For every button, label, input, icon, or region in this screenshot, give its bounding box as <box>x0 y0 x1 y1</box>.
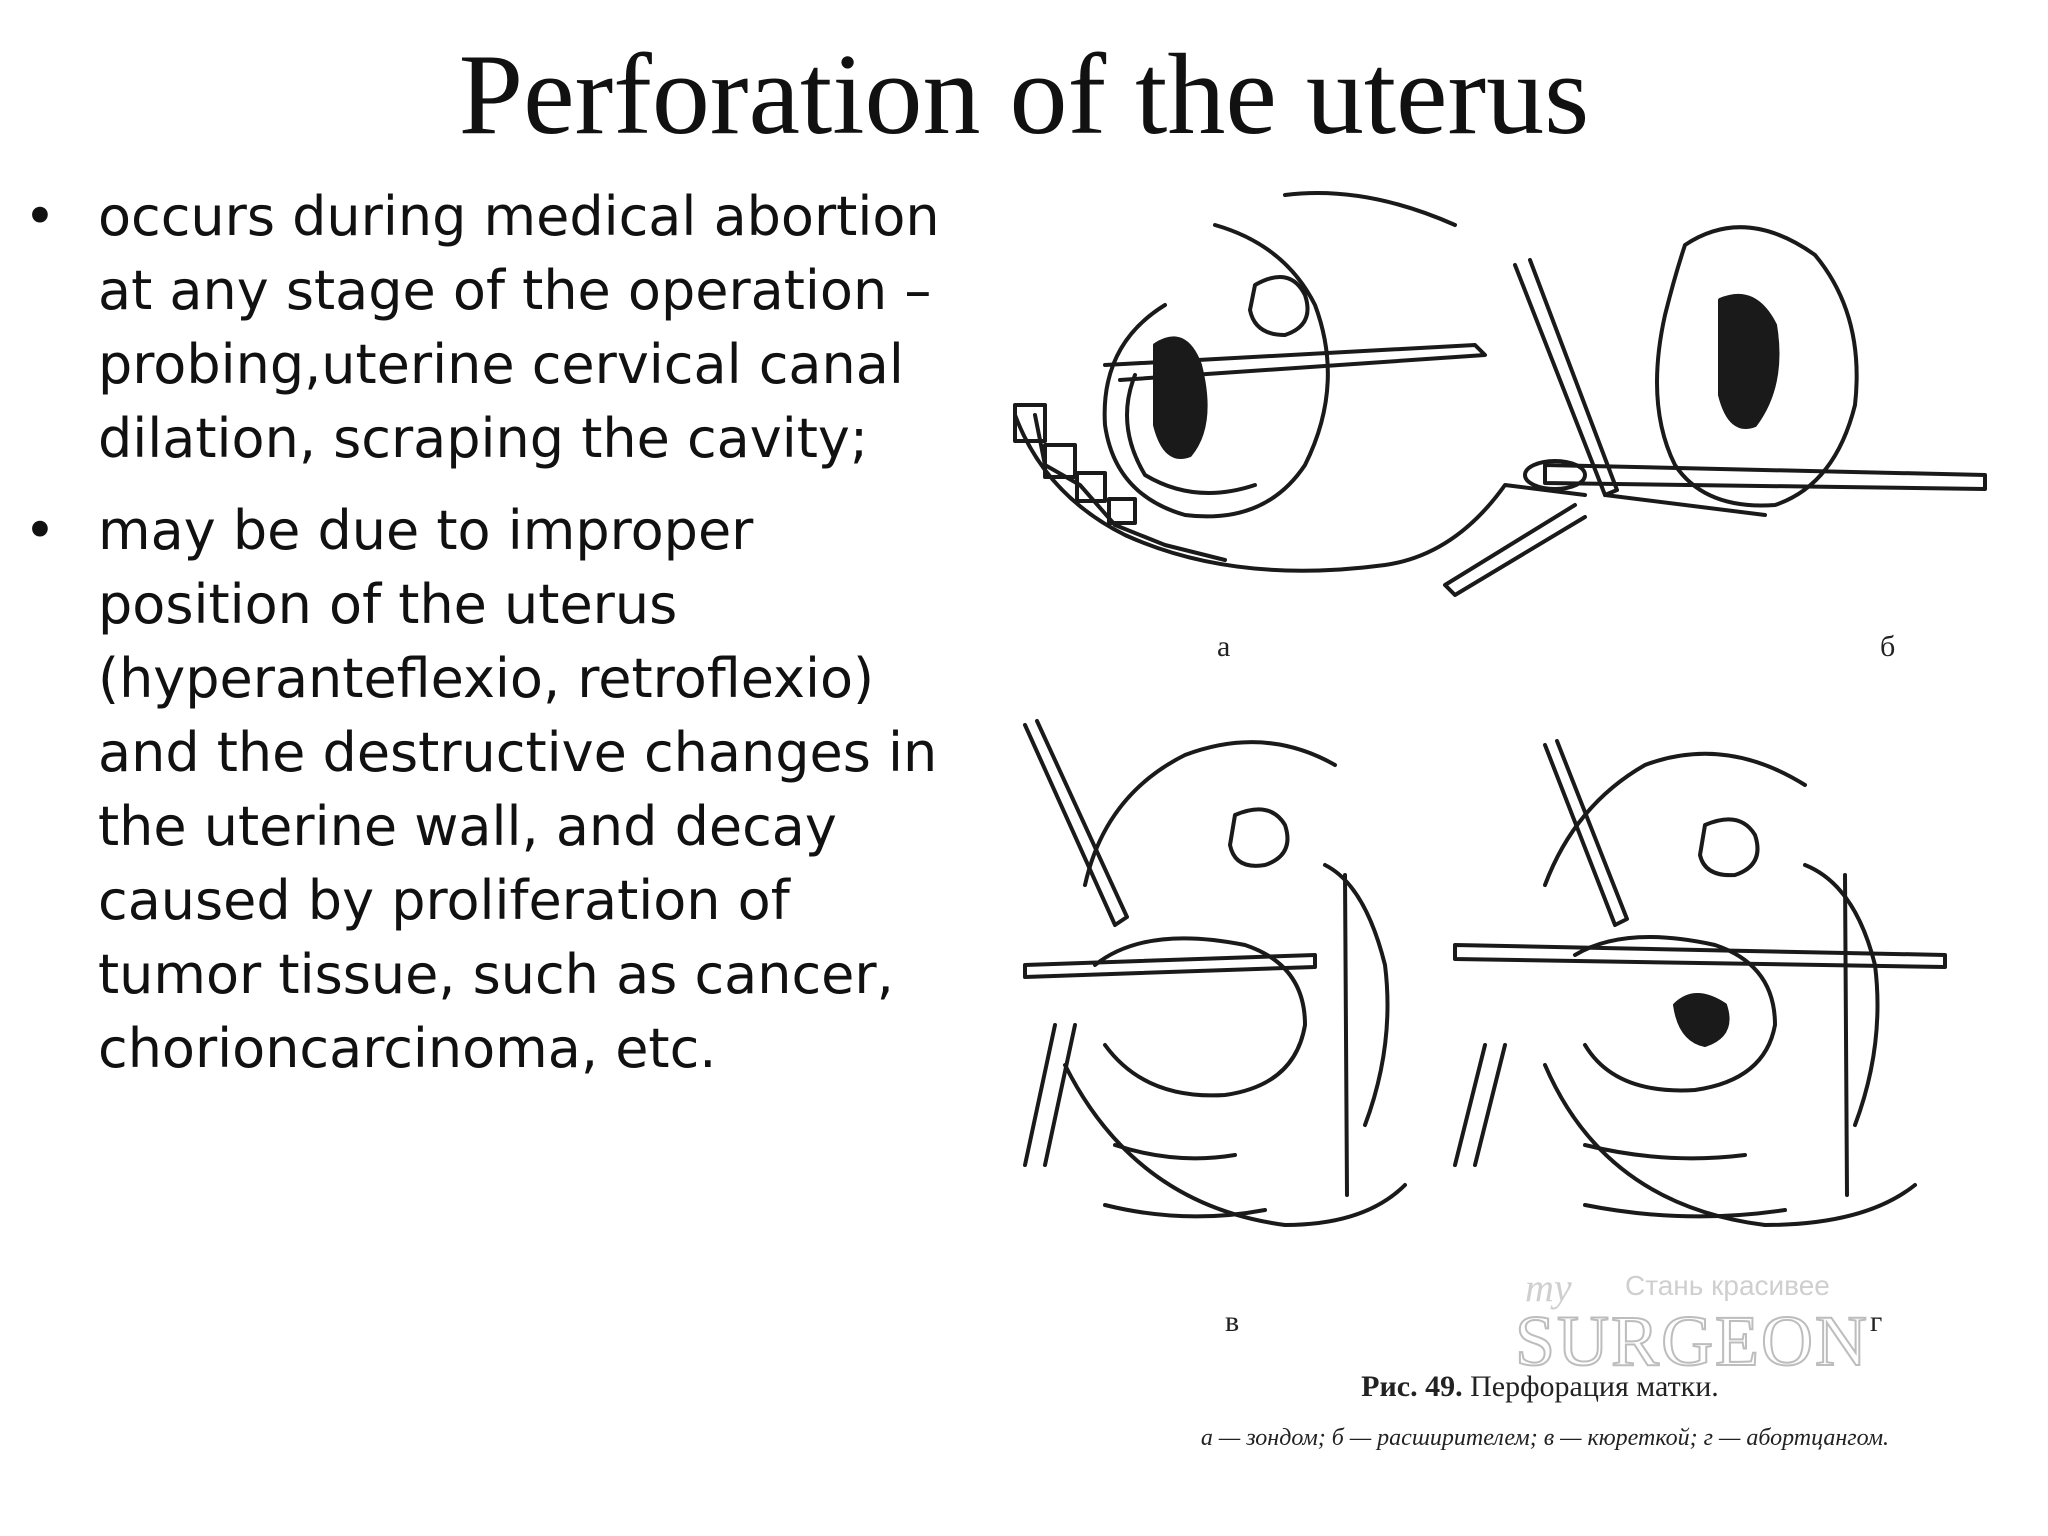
bullet-text-2: may be due to improper position of the u… <box>98 499 938 1080</box>
bullet-item-1: • occurs during medical abortion at any … <box>20 180 970 476</box>
figure-caption-detail: а — зондом; б — расширителем; в — кюретк… <box>1200 1425 1890 1451</box>
panel-label-c: в <box>1225 1305 1240 1338</box>
watermark-brand: SURGEON <box>1514 1300 1870 1382</box>
bullet-marker: • <box>24 185 56 248</box>
panel-b-drawing <box>1443 225 1987 597</box>
panel-label-a: а <box>1217 630 1231 663</box>
bullet-marker: • <box>24 499 56 562</box>
watermark-tagline: Стань красивее <box>1625 1270 1830 1301</box>
figure-caption: Рис. 49. Перфорация матки. <box>1040 1370 2040 1404</box>
panel-label-d: г <box>1870 1305 1883 1338</box>
caption-title: Перфорация матки. <box>1470 1370 1719 1403</box>
uterus-perforation-drawings <box>1013 191 1987 1227</box>
panel-label-b: б <box>1880 630 1896 663</box>
panel-a-drawing <box>1013 191 1587 573</box>
watermark-script: my <box>1525 1265 1572 1310</box>
bullet-list: • occurs during medical abortion at any … <box>20 180 970 1104</box>
bullet-text-1: occurs during medical abortion at any st… <box>98 185 940 470</box>
slide-title: Perforation of the uterus <box>458 31 1590 159</box>
caption-prefix: Рис. 49. <box>1361 1370 1463 1403</box>
surgeon-watermark: my Стань красивее SURGEON <box>1514 1265 1885 1390</box>
medical-illustration: а б в г <box>985 165 2048 1485</box>
bullet-item-2: • may be due to improper position of the… <box>20 494 970 1086</box>
panel-d-drawing <box>1453 739 1947 1227</box>
panel-c-drawing <box>1023 719 1407 1227</box>
